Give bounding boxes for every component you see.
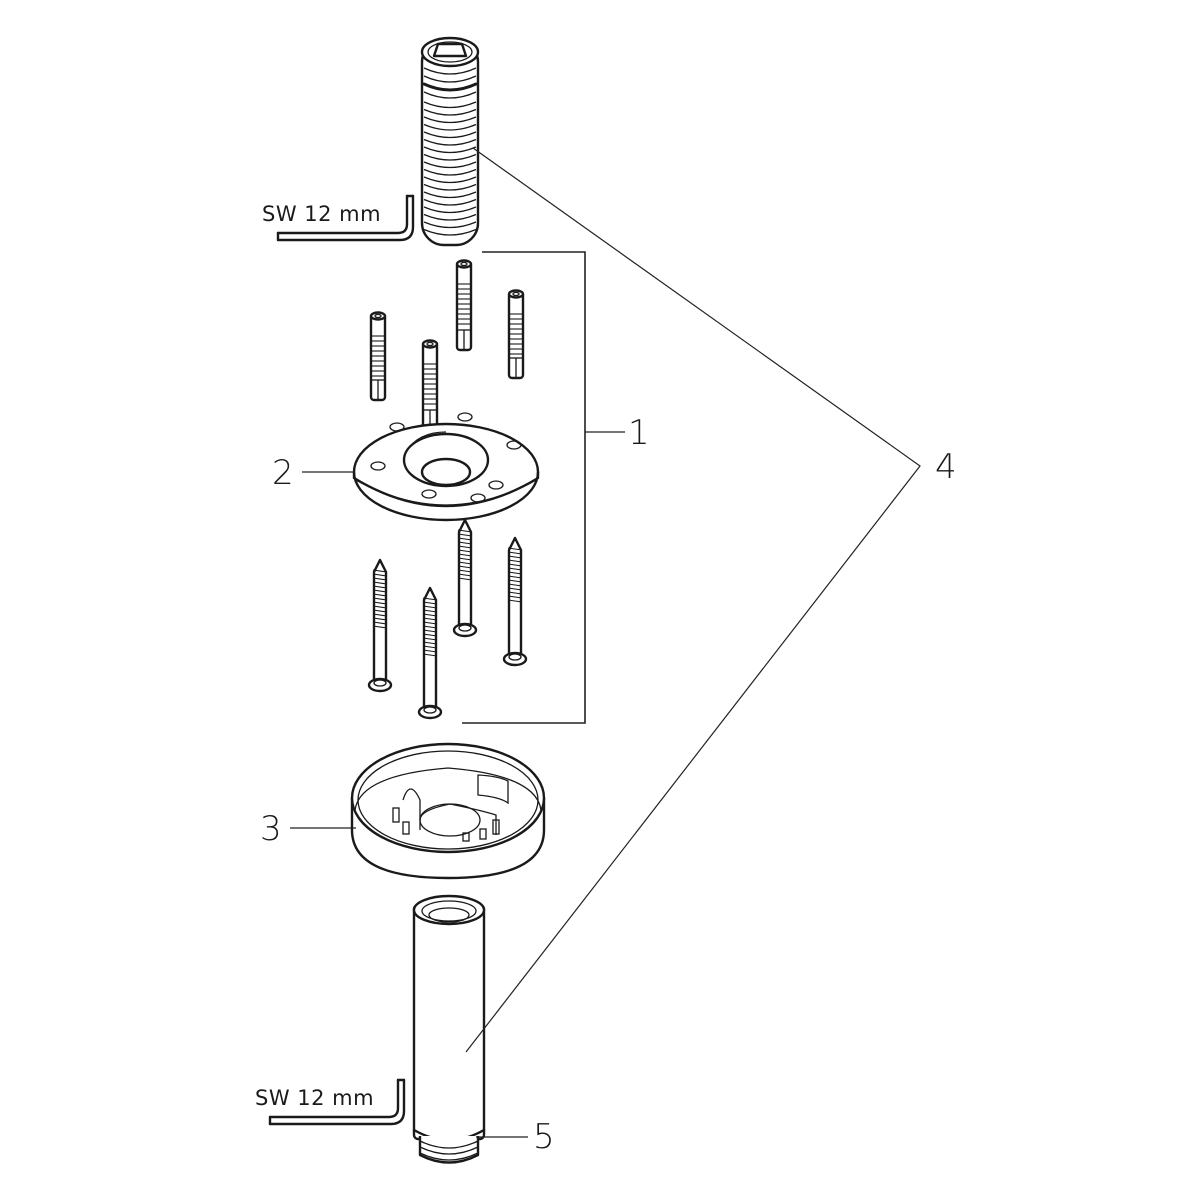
wood-screws: [367, 518, 528, 720]
leader-lines: [290, 147, 921, 1138]
wall-plugs: [369, 259, 525, 432]
wood-screw: [502, 536, 528, 667]
cover-cap-part: [350, 742, 546, 880]
threaded-nipple-part: [420, 36, 480, 247]
hex-key-icon: [276, 194, 415, 242]
extension-tube-part: [412, 894, 486, 1164]
wood-screw: [452, 518, 478, 638]
tool-note-top: SW 12 mm: [262, 202, 382, 226]
mounting-plate-part: [352, 412, 540, 522]
callout-label-1: 1: [628, 413, 650, 453]
hex-key-icon: [268, 1078, 406, 1126]
wall-plug: [421, 339, 439, 432]
callout-1-bracket: [462, 251, 625, 724]
tool-note-bottom: SW 12 mm: [255, 1086, 375, 1110]
callout-label-4: 4: [935, 447, 957, 487]
wall-plug: [507, 289, 525, 380]
callout-label-3: 3: [260, 809, 282, 849]
callout-label-5: 5: [533, 1117, 555, 1157]
callout-label-2: 2: [272, 453, 294, 493]
wall-plug: [455, 259, 473, 352]
wood-screw: [367, 558, 393, 693]
wood-screw: [417, 586, 443, 720]
wall-plug: [369, 311, 387, 402]
